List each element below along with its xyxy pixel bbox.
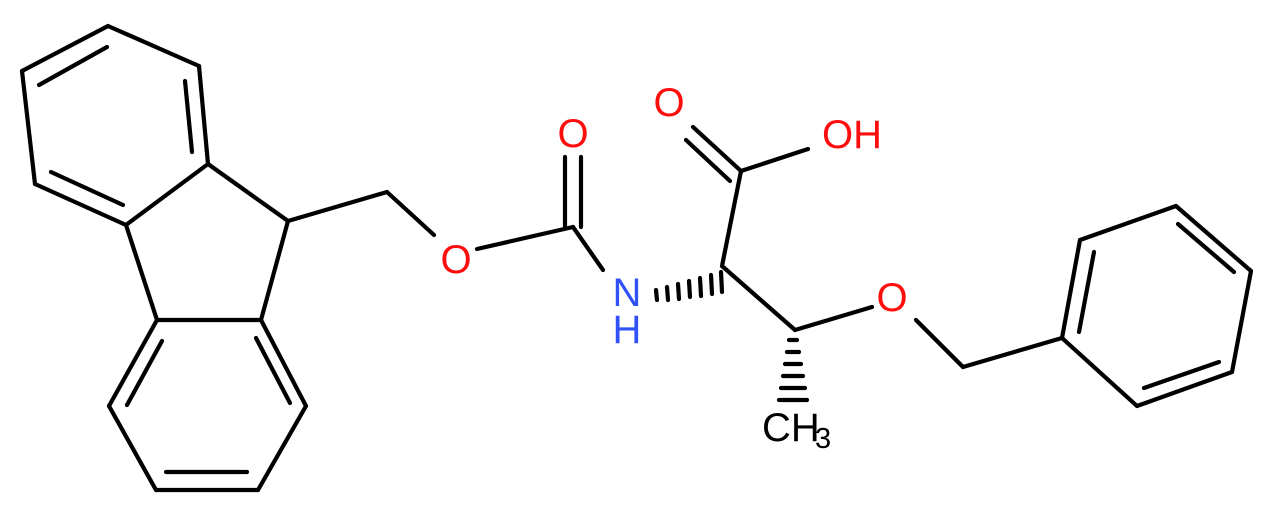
amide-nitrogen-label: N (613, 271, 642, 315)
fmoc-ester-oxygen-label: O (440, 238, 471, 282)
fmoc-carbonyl-oxygen-label: O (557, 112, 588, 156)
ether-oxygen-label: O (876, 276, 907, 320)
methyl-label: CH (762, 406, 820, 450)
phenyl-ring (1059, 203, 1254, 409)
fluorene-five-ring (123, 161, 291, 323)
fluorene-right-ring (106, 317, 309, 493)
fluorene-left-ring (19, 23, 211, 228)
hydroxyl-label: OH (822, 113, 882, 157)
acid-carbonyl-oxygen-label: O (653, 81, 684, 125)
hashed-wedge-ch3 (776, 337, 810, 403)
amide-hydrogen-label: H (613, 308, 642, 352)
fmoc-linker (285, 154, 606, 273)
methyl-subscript: 3 (815, 423, 831, 455)
hashed-wedge-n (653, 269, 725, 303)
benzyl-group (913, 317, 1065, 370)
backbone (653, 124, 875, 403)
